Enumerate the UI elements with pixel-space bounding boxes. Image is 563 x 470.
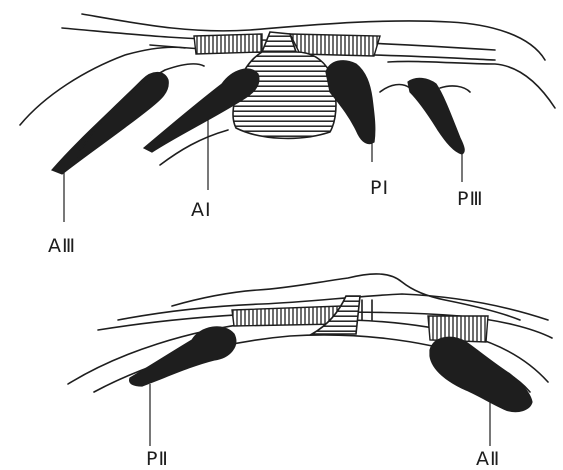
label-a-two: AⅡ — [476, 448, 500, 470]
label-p-one: PⅠ — [370, 177, 389, 199]
upper-hatched-band — [194, 34, 262, 54]
label-p-three: PⅢ — [457, 188, 484, 210]
lower-figure: PⅡ AⅡ — [68, 274, 552, 470]
upper-shape-p-three — [408, 78, 464, 154]
label-a-three: AⅢ — [48, 235, 76, 257]
label-a-one: AⅠ — [191, 199, 212, 221]
upper-central-wedge — [262, 32, 296, 52]
lower-hatched-band-left — [232, 306, 342, 326]
lower-shape-a-two — [430, 337, 532, 411]
upper-shape-a-three — [52, 73, 168, 175]
upper-inner-curve-right — [380, 85, 410, 92]
lower-band-detail — [362, 300, 372, 320]
upper-inner-curve-far-right — [440, 86, 470, 92]
upper-figure: AⅢ AⅠ PⅠ PⅢ — [20, 14, 555, 257]
label-p-two: PⅡ — [146, 448, 169, 470]
